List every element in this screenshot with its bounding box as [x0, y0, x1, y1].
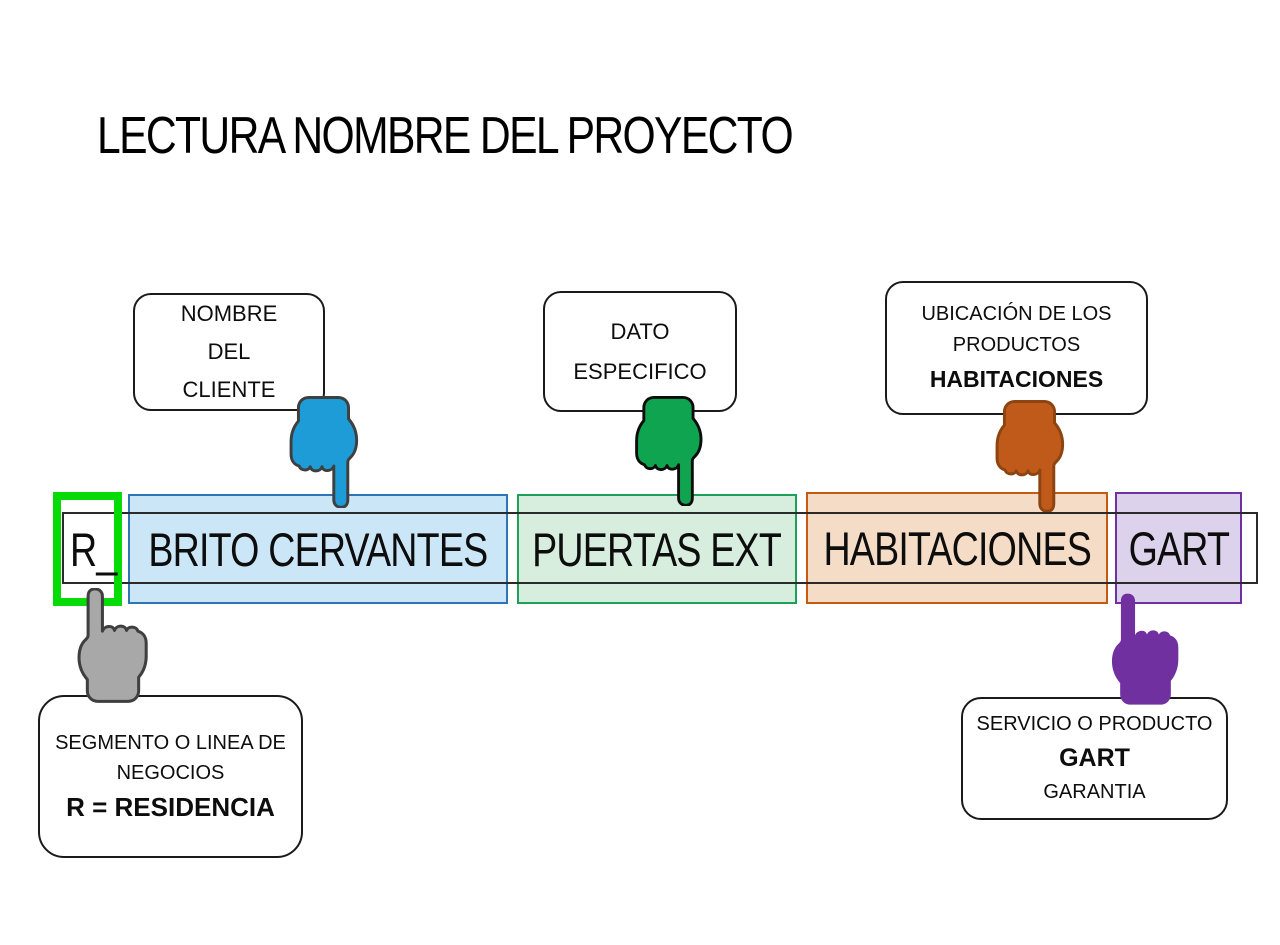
callout-product-location-line1: UBICACIÓN DE LOS [921, 303, 1112, 325]
callout-specific-data: DATO ESPECIFICO [543, 291, 737, 412]
callout-business-segment: SEGMENTO O LINEA DE NEGOCIOS R = RESIDEN… [38, 695, 303, 858]
callout-product-location: UBICACIÓN DE LOS PRODUCTOS HABITACIONES [885, 281, 1148, 415]
bar-segment-client-name-label: BRITO CERVANTES [148, 522, 488, 576]
callout-specific-data-line2: ESPECIFICO [573, 358, 707, 384]
callout-client-name: NOMBRE DEL CLIENTE [133, 293, 325, 411]
pointing-hand-down-green-icon [635, 396, 703, 506]
project-name-outline-box [62, 512, 1258, 584]
callout-service-product-line1: SERVICIO O PRODUCTO [976, 713, 1213, 735]
callout-business-segment-line2: NEGOCIOS [116, 761, 225, 784]
page-title: LECTURA NOMBRE DEL PROYECTO [97, 107, 794, 165]
bar-segment-service: GART [1115, 492, 1242, 604]
callout-service-product-line2: GARANTIA [1043, 781, 1146, 803]
callout-product-location-emphasis: HABITACIONES [929, 366, 1104, 392]
callout-business-segment-emphasis: R = RESIDENCIA [66, 791, 275, 822]
callout-client-name-line1: NOMBRE [180, 301, 278, 326]
callout-service-product-emphasis: GART [1059, 744, 1130, 772]
callout-product-location-line2: PRODUCTOS [952, 334, 1081, 356]
pointing-hand-up-purple-icon [1111, 593, 1179, 705]
callout-service-product: SERVICIO O PRODUCTO GART GARANTIA [961, 697, 1228, 820]
bar-segment-product-location-label: HABITACIONES [823, 521, 1091, 575]
bar-segment-code-label: R_ [70, 522, 117, 576]
pointing-hand-down-orange-icon [995, 400, 1065, 512]
bar-segment-product-location: HABITACIONES [806, 492, 1108, 604]
callout-specific-data-line1: DATO [610, 318, 670, 344]
callout-business-segment-line1: SEGMENTO O LINEA DE [55, 731, 286, 754]
bar-segment-service-label: GART [1128, 521, 1229, 575]
bar-segment-specific-data-label: PUERTAS EXT [532, 522, 783, 576]
callout-client-name-line2: DEL [207, 339, 251, 364]
pointing-hand-up-gray-icon [77, 588, 148, 703]
callout-client-name-line3: CLIENTE [182, 377, 276, 402]
pointing-hand-down-blue-icon [289, 396, 359, 508]
